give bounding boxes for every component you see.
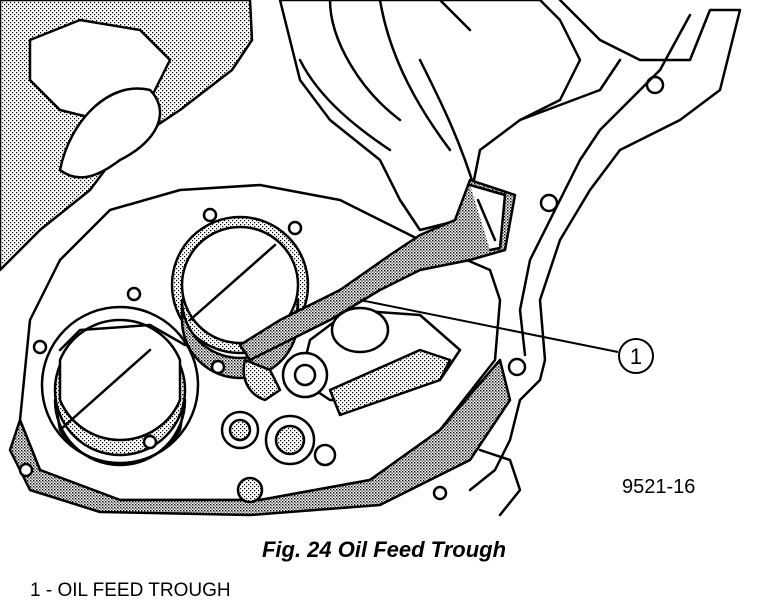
legend-item: 1 - OIL FEED TROUGH bbox=[30, 580, 231, 601]
oil-feed-trough bbox=[238, 178, 517, 362]
callout-number: 1 bbox=[630, 344, 642, 369]
callout-circle bbox=[618, 338, 654, 374]
right-flange bbox=[468, 0, 742, 492]
figure-caption: Fig. 24 Oil Feed Trough bbox=[261, 537, 507, 562]
figure-id: 9521-16 bbox=[622, 476, 696, 498]
callout-leader bbox=[359, 299, 619, 353]
engine-block-illustration: 1 bbox=[0, 0, 742, 517]
sump-area bbox=[8, 358, 512, 517]
